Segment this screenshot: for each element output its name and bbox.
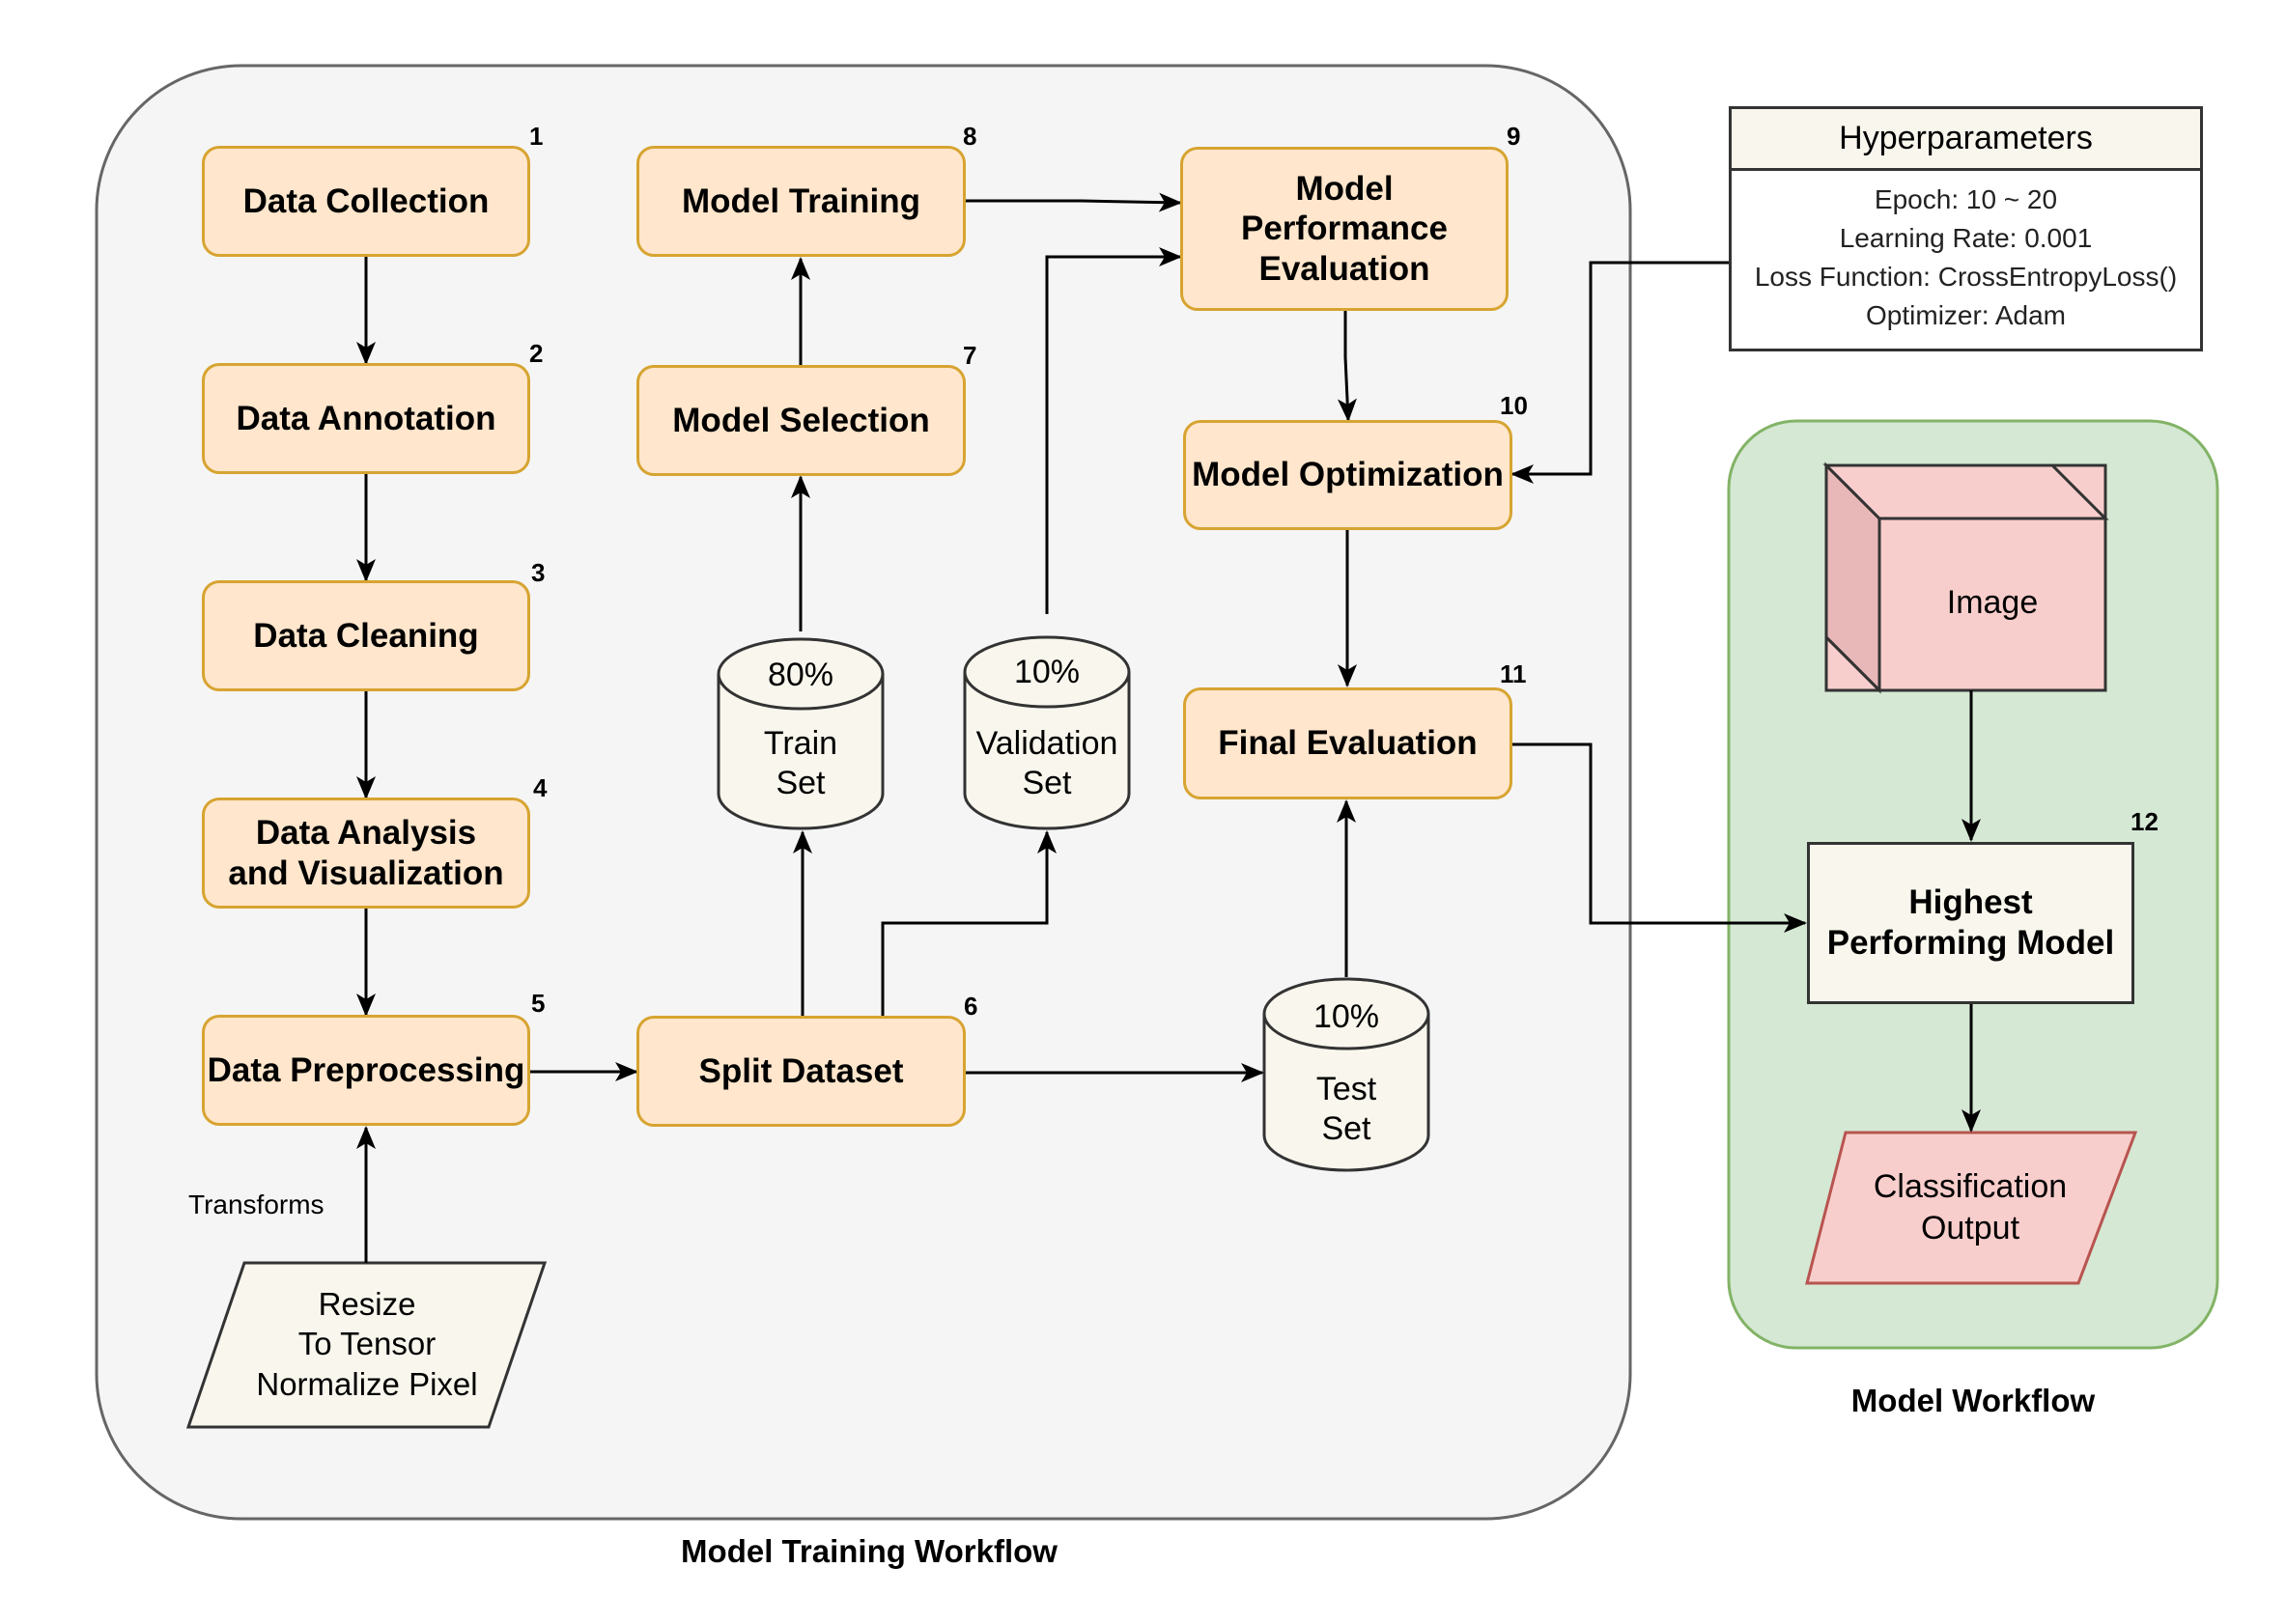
test-set-label: Test Set <box>1315 1071 1377 1148</box>
validation-set-cylinder <box>963 635 1131 830</box>
test-set-cylinder <box>1262 977 1430 1172</box>
hyperparameter-learning-rate: Learning Rate: 0.001 <box>1839 223 2093 253</box>
step-number: 3 <box>531 558 546 587</box>
arrow-8-to-9 <box>966 192 1182 212</box>
train-set-cylinder <box>717 637 885 830</box>
step-model-performance-evaluation: Model Performance Evaluation <box>1180 147 1509 311</box>
step-number: 5 <box>531 989 546 1018</box>
step-model-training: Model Training <box>636 146 966 257</box>
hyperparameters-list: Epoch: 10 ~ 20 Learning Rate: 0.001 Loss… <box>1732 171 2200 335</box>
step-final-evaluation: Final Evaluation <box>1183 687 1512 799</box>
step-number: 6 <box>964 992 978 1021</box>
connectors <box>356 192 1981 1263</box>
training-workflow-caption: Model Training Workflow <box>681 1533 1058 1569</box>
step-number: 4 <box>533 773 548 802</box>
validation-set-label: Validation Set <box>975 725 1118 802</box>
test-set-percent: 10% <box>1312 998 1380 1035</box>
step-number: 12 <box>2131 807 2159 836</box>
classification-output-label: Classification Output <box>1873 1168 2068 1246</box>
train-set-label: Train Set <box>763 725 838 802</box>
step-number: 2 <box>529 339 544 368</box>
transforms-shape <box>185 1261 548 1429</box>
step-split-dataset: Split Dataset <box>636 1016 966 1127</box>
step-number: 11 <box>1500 659 1527 688</box>
step-model-optimization: Model Optimization <box>1183 420 1512 530</box>
step-number: 8 <box>963 122 977 151</box>
step-number: 1 <box>529 122 544 151</box>
arrow-11-to-12 <box>1512 742 1807 933</box>
train-set-percent: 80% <box>767 657 834 693</box>
arrow-hyper-to-10 <box>1510 261 1729 484</box>
step-data-annotation: Data Annotation <box>202 363 530 474</box>
step-data-collection: Data Collection <box>202 146 530 257</box>
step-data-preprocessing: Data Preprocessing <box>202 1015 530 1126</box>
highest-performing-model: Highest Performing Model <box>1807 842 2134 1004</box>
hyperparameter-loss-function: Loss Function: CrossEntropyLoss() <box>1754 262 2178 292</box>
arrow-validation-to-9 <box>1045 247 1182 614</box>
image-label: Image <box>1946 584 2039 621</box>
hyperparameters-title: Hyperparameters <box>1732 109 2200 171</box>
hyperparameter-optimizer: Optimizer: Adam <box>1866 300 2066 330</box>
step-data-cleaning: Data Cleaning <box>202 580 530 691</box>
model-workflow-caption: Model Workflow <box>1850 1383 2096 1418</box>
image-cube <box>1822 462 2109 694</box>
step-data-analysis: Data Analysis and Visualization <box>202 798 530 909</box>
step-number: 10 <box>1500 391 1528 420</box>
step-number: 7 <box>963 341 977 370</box>
hyperparameters-box: Hyperparameters Epoch: 10 ~ 20 Learning … <box>1729 106 2203 351</box>
validation-set-percent: 10% <box>1013 654 1081 690</box>
arrow-6-to-validation <box>881 830 1057 1016</box>
step-number: 9 <box>1507 122 1521 151</box>
transforms-label: Transforms <box>188 1190 325 1219</box>
hyperparameter-epoch: Epoch: 10 ~ 20 <box>1874 184 2058 214</box>
step-model-selection: Model Selection <box>636 365 966 476</box>
arrow-9-to-10 <box>1337 311 1357 422</box>
classification-output-shape <box>1805 1131 2138 1285</box>
transforms-items: Resize To Tensor Normalize Pixel <box>256 1286 478 1402</box>
